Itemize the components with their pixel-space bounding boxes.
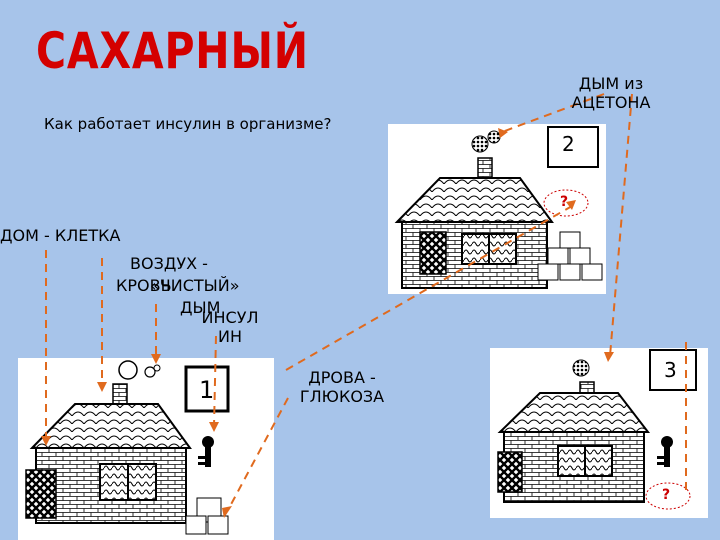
panel-number: 2 (562, 132, 575, 156)
panel-number: 3 (664, 358, 677, 382)
house-2 (394, 126, 603, 289)
key-icon (198, 436, 214, 467)
acetone-line-1: ДЫМ из (578, 74, 644, 93)
house-1 (25, 360, 230, 535)
insulin-label: ИНСУЛ ИН (198, 308, 262, 346)
arrows (45, 93, 687, 511)
wood-line-1: ДРОВА - (308, 368, 376, 387)
panel-number: 1 (199, 376, 215, 404)
wood-line-2: ГЛЮКОЗА (299, 387, 385, 406)
blood-label: КРОВЬ (116, 276, 172, 295)
page-title: САХАРНЫЙ (36, 22, 309, 80)
subtitle: Как работает инсулин в организме? (44, 115, 332, 133)
house-3 (497, 349, 697, 510)
air-label: ВОЗДУХ - (130, 254, 208, 273)
question-mark: ? (560, 194, 569, 210)
insulin-line-1: ИНСУЛ (201, 308, 259, 327)
house-label: ДОМ - КЛЕТКА (0, 226, 121, 245)
acetone-line-2: АЦЕТОНА (571, 93, 651, 112)
acetone-label: ДЫМ из АЦЕТОНА (556, 74, 666, 112)
smoke-label: ДЫМ (180, 298, 221, 317)
arrowheads (41, 128, 614, 518)
key-icon (657, 436, 673, 467)
clean-label: «ЧИСТЫЙ» (150, 276, 240, 295)
wood-label: ДРОВА - ГЛЮКОЗА (292, 368, 392, 406)
insulin-line-2: ИН (218, 327, 242, 346)
question-mark: ? (662, 487, 671, 503)
